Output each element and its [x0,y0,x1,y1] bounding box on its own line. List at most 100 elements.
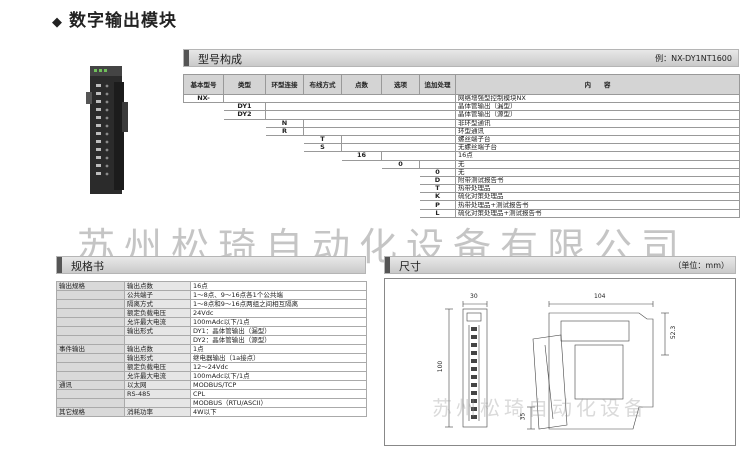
model-code-cell: R [265,126,304,136]
model-connector-cell [341,93,382,104]
model-empty-cell [303,176,342,185]
model-empty-cell [223,168,266,177]
dim-depth-label: 104 [594,293,606,300]
spec-category-cell [56,371,125,381]
model-code-cell: D [419,175,456,186]
model-empty-cell [265,184,304,193]
model-empty-cell [265,168,304,177]
model-empty-cell [183,119,224,128]
spec-category-cell [56,308,125,318]
model-code-cell: 0 [381,159,420,169]
model-connector-cell [419,93,456,104]
model-connector-cell [381,126,420,136]
model-code-cell: L [419,208,456,218]
model-connector-cell [419,126,456,136]
model-empty-cell [341,200,382,210]
model-empty-cell [183,184,224,193]
model-empty-cell [341,192,382,201]
model-empty-cell [341,168,382,177]
model-table-header: 基本型号类型环型连接布线方式点数选项追加处理内 容 [183,74,740,95]
spec-item-cell: 消耗功率 [124,407,191,417]
model-code-cell: DY2 [223,110,266,120]
spec-item-cell: 以太网 [124,380,191,390]
model-table-row: DY2 晶体管输出（源型） [183,110,740,120]
model-table: 基本型号类型环型连接布线方式点数选项追加处理内 容 NX-网络增强型控制模块NX… [183,74,740,218]
model-description-cell: 环型通讯 [455,126,740,136]
watermark-secondary: 苏州松琦自动化设备 [432,396,648,420]
model-empty-cell [341,184,382,193]
model-column-header: 内 容 [455,74,740,95]
model-empty-cell [183,135,224,144]
model-empty-cell [303,192,342,201]
model-code-cell: P [419,200,456,210]
spec-item-cell [124,398,191,408]
model-empty-cell [303,168,342,177]
model-empty-cell [303,184,342,193]
model-connector-cell [341,134,382,145]
spec-category-cell [56,299,125,309]
model-empty-cell [265,176,304,185]
model-connector-cell [265,102,304,112]
model-example: 例：NX-DY1NT1600 [655,54,732,63]
spec-item-cell: 允许最大电流 [124,371,191,381]
model-connector-cell [381,118,420,128]
model-connector-cell [419,102,456,112]
model-description-cell: 晶体管输出（源型） [455,110,740,120]
model-connector-cell [303,118,342,128]
model-empty-cell [265,160,304,169]
spec-section-title: 规格书 [71,260,104,273]
model-connector-cell [265,93,304,104]
model-empty-cell [303,160,342,169]
spec-category-cell: 通讯 [56,380,125,390]
model-empty-cell [265,209,304,218]
module-image [86,66,128,194]
spec-item-cell: 输出形式 [124,326,191,336]
page-title-text: 数字输出模块 [69,11,177,31]
model-connector-cell [303,93,342,104]
model-empty-cell [183,102,224,111]
model-description-cell: 晶体管输出（漏型） [455,102,740,112]
model-description-cell: 无 [455,159,740,169]
model-empty-cell [183,110,224,120]
model-description-cell: 硫化对策处理品 [455,192,740,202]
model-empty-cell [223,184,266,193]
model-empty-cell [223,135,266,144]
model-connector-cell [419,151,456,161]
model-empty-cell [303,209,342,218]
model-code-cell: N [265,118,304,128]
model-empty-cell [265,135,304,144]
model-empty-cell [223,209,266,218]
spec-value-cell: 24Vdc [190,308,367,318]
spec-value-cell: DY1：晶体管输出（漏型） [190,326,367,336]
model-empty-cell [183,143,224,152]
model-connector-cell [303,126,342,136]
model-connector-cell [381,93,420,104]
model-empty-cell [265,192,304,201]
model-code-cell: T [419,184,456,194]
model-code-cell: DY1 [223,102,266,112]
spec-value-cell: MODBUS/TCP [190,380,367,390]
model-connector-cell [381,151,420,161]
spec-category-cell [56,335,125,345]
model-description-cell: 热带处理品+测试报告书 [455,200,740,210]
model-table-row: DY1 晶体管输出（漏型） [183,102,740,112]
model-connector-cell [341,118,382,128]
spec-table-row: MODBUS（RTU/ASCII） [56,398,367,408]
dim-top-offset-label: 52.3 [670,325,678,340]
model-description-cell: 无螺丝端子台 [455,143,740,153]
model-empty-cell [265,151,304,160]
spec-value-cell: CPL [190,389,367,399]
spec-category-cell [56,326,125,336]
model-empty-cell [381,176,420,185]
